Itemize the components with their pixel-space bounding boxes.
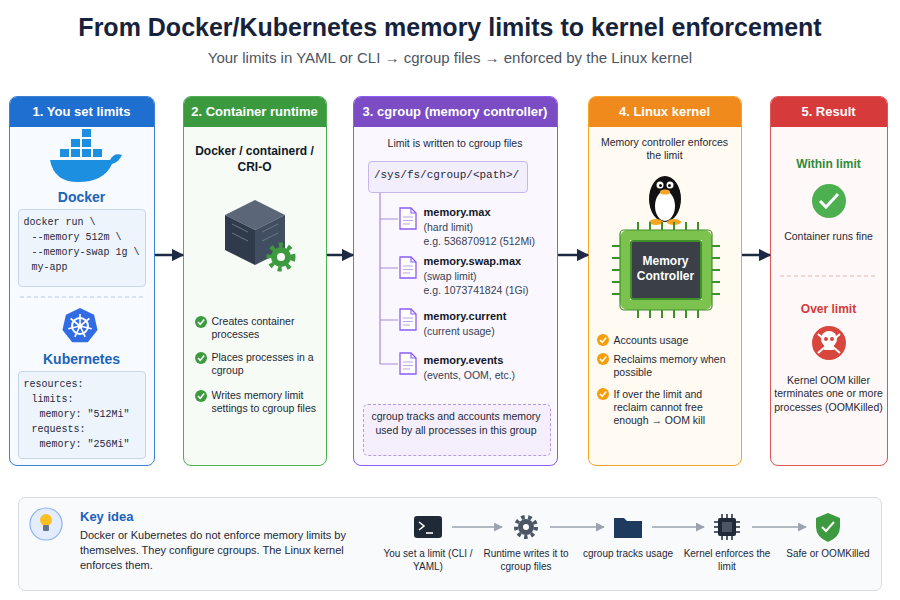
panel-header: 5. Result [770,96,888,127]
code-box: docker run \--memory 512m \--memory-swap… [18,209,146,287]
subtitle: Your limits in YAML or CLI → cgroup file… [0,49,900,66]
bullet-text: If over the limit and reclaim cannot fre… [614,388,738,427]
file-description: (current usage) [424,325,554,337]
bullet-text: Writes memory limit settings to cgroup f… [212,389,322,415]
subheading: Docker / containerd / CRI-O [193,143,317,175]
body-text: Memory controller enforces the limit [596,136,734,163]
key-text: Docker or Kubernetes do not enforce memo… [80,528,380,573]
file-description: e.g. 1073741824 (1Gi) [424,284,554,296]
bullet-text: Reclaims memory when possible [614,353,738,379]
chip-frame [620,230,712,310]
chip-frame [625,235,707,305]
code-line: memory: "512Mi" [40,408,144,422]
path-box: /sys/fs/cgroup/<path>/ [368,161,528,193]
panel-header: 3. cgroup (memory controller) [353,96,558,127]
key-heading: Key idea [80,509,280,524]
code-line: memory: "256Mi" [40,438,144,452]
file-description: (events, OOM, etc.) [424,369,554,381]
flow-arrow [155,254,183,257]
code-line: --memory 512m \ [32,231,144,245]
code-line: resources: [24,378,144,392]
chip-box: Memory Controller [630,240,702,300]
file-description: e.g. 536870912 (512Mi) [424,235,554,247]
body-text: Container runs fine [774,230,884,244]
body-text: cgroup tracks and accounts memory used b… [369,410,543,437]
cgroup-panel: 3. cgroup (memory controller) Limit is wr… [353,96,558,466]
file-name: memory.events [424,354,554,366]
brand-name: Docker [9,189,155,205]
path-text: /sys/fs/cgroup/<path>/ [368,169,526,181]
brand-name: Kubernetes [9,351,155,367]
result-panel: 5. ResultWithin limitContainer runs fine… [770,96,888,466]
key-idea-box: Key ideaDocker or Kubernetes do not enfo… [18,497,882,591]
status-heading: Over limit [770,302,888,316]
code-line: --memory-swap 1g \ [32,246,144,260]
runtime-panel: 2. Container runtimeDocker / containerd … [183,96,327,466]
flow-arrow [558,254,588,257]
code-line: requests: [32,423,144,437]
flow-label: Safe or OOMKilled [780,548,876,561]
bullet-text: Accounts usage [614,334,738,347]
code-line: docker run \ [24,216,144,230]
code-box: resources:limits:memory: "512Mi"requests… [18,371,146,459]
file-description: (swap limit) [424,270,554,282]
flow-label: Kernel enforces the limit [679,548,775,573]
file-name: memory.max [424,206,554,218]
flow-label: Runtime writes it to cgroup files [478,548,574,573]
body-text: Limit is written to cgroup files [358,137,553,151]
flow-arrow [327,254,353,257]
note-box: cgroup tracks and accounts memory used b… [363,404,551,456]
flow-arrow [742,254,770,257]
file-description: (hard limit) [424,221,554,233]
bullet-text: Places processes in a cgroup [212,351,322,377]
kernel-panel: 4. Linux kernelMemory controller enforce… [588,96,742,466]
status-heading: Within limit [770,157,888,171]
flow-label: cgroup tracks usage [580,548,676,561]
flow-label: You set a limit (CLI / YAML) [380,548,476,573]
chip-label: Memory Controller [632,254,700,284]
file-name: memory.current [424,310,554,322]
bullet-text: Creates container processes [212,315,322,341]
panel-header: 1. You set limits [9,96,155,127]
code-line: limits: [32,393,144,407]
code-line: my-app [32,261,144,275]
file-name: memory.swap.max [424,255,554,267]
panel-header: 2. Container runtime [183,96,327,127]
diagram-title: From Docker/Kubernetes memory limits to … [0,13,900,42]
body-text: Kernel OOM killer terminates one or more… [774,374,884,415]
limits-panel: 1. You set limitsDockerKubernetes docker … [9,96,155,466]
panel-header: 4. Linux kernel [588,96,742,127]
